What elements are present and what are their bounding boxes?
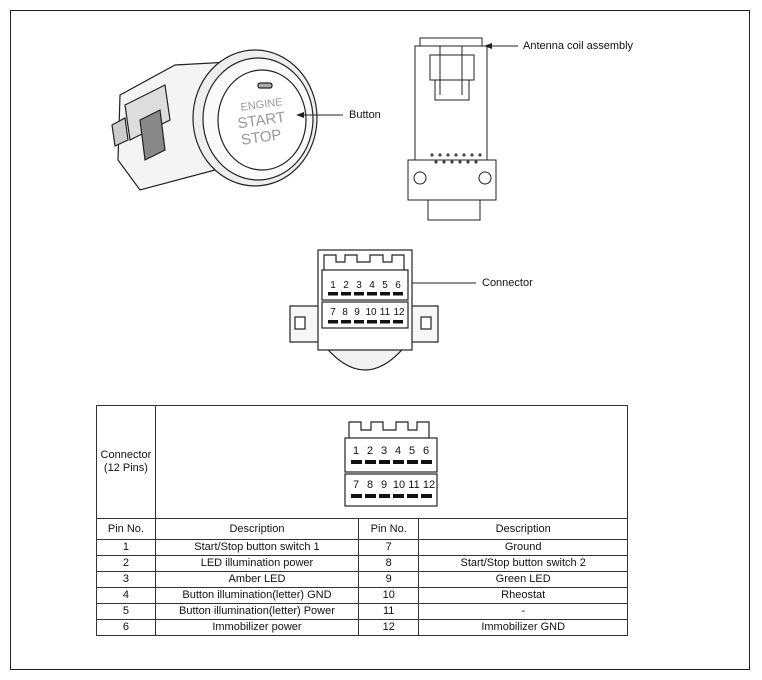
table-pin-label: 11 bbox=[409, 479, 420, 491]
pin-description: Immobilizer GND bbox=[418, 619, 628, 636]
connector-pin-label: 5 bbox=[382, 280, 388, 291]
table-row: 6 Immobilizer power 12 Immobilizer GND bbox=[96, 619, 628, 636]
table-connector-illustration: 1 2 3 4 5 6 7 8 9 10 11 12 bbox=[344, 421, 439, 507]
table-pin-label: 9 bbox=[381, 479, 387, 491]
antenna-callout-label: Antenna coil assembly bbox=[523, 40, 634, 52]
table-row: 5 Button illumination(letter) Power 11 - bbox=[96, 603, 628, 620]
pin-number: 2 bbox=[96, 555, 156, 572]
start-stop-button-illustration bbox=[111, 49, 318, 191]
pin-number: 11 bbox=[358, 603, 420, 620]
pin-number: 3 bbox=[96, 571, 156, 588]
table-pin-label: 1 bbox=[353, 445, 359, 457]
pin-number: 6 bbox=[96, 619, 156, 636]
connector-pin-label: 10 bbox=[365, 307, 377, 318]
pin-number: 12 bbox=[358, 619, 420, 636]
table-row: 4 Button illumination(letter) GND 10 Rhe… bbox=[96, 587, 628, 604]
pin-description: Button illumination(letter) GND bbox=[154, 587, 360, 604]
header-pin-no: Pin No. bbox=[358, 518, 420, 540]
button-face-line1: ENGINE bbox=[240, 96, 283, 114]
connector-row: Connector (12 Pins) 1 bbox=[96, 405, 629, 519]
connector-pin-label: 12 bbox=[393, 307, 405, 318]
connector-callout-label: Connector bbox=[482, 277, 533, 289]
pin-number: 1 bbox=[96, 539, 156, 556]
pin-number: 9 bbox=[358, 571, 420, 588]
pin-number: 4 bbox=[96, 587, 156, 604]
header-description: Description bbox=[418, 518, 628, 540]
table-pin-label: 6 bbox=[423, 445, 429, 457]
connector-illustration bbox=[289, 249, 439, 371]
table-pin-label: 5 bbox=[409, 445, 415, 457]
connector-pin-label: 11 bbox=[380, 307, 391, 318]
connector-top-dashes bbox=[328, 292, 403, 324]
pin-description: Green LED bbox=[418, 571, 628, 588]
pin-description: Start/Stop button switch 2 bbox=[418, 555, 628, 572]
table-pin-label: 10 bbox=[393, 479, 405, 491]
pin-description: Immobilizer power bbox=[154, 619, 360, 636]
table-row: 3 Amber LED 9 Green LED bbox=[96, 571, 628, 588]
connector-pin-label: 7 bbox=[330, 307, 336, 318]
connector-pin-label: 9 bbox=[354, 307, 360, 318]
table-pin-label: 8 bbox=[367, 479, 373, 491]
pin-description: Button illumination(letter) Power bbox=[154, 603, 360, 620]
table-row: 1 Start/Stop button switch 1 7 Ground bbox=[96, 539, 628, 556]
pin-number: 7 bbox=[358, 539, 420, 556]
pin-description: Start/Stop button switch 1 bbox=[154, 539, 360, 556]
pin-table: Connector (12 Pins) 1 bbox=[96, 405, 629, 636]
header-pin-no: Pin No. bbox=[96, 518, 156, 540]
pin-number: 8 bbox=[358, 555, 420, 572]
connector-pin-label: 1 bbox=[330, 280, 336, 291]
table-pin-label: 2 bbox=[367, 445, 373, 457]
connector-pin-label: 8 bbox=[342, 307, 348, 318]
connector-pin-label: 2 bbox=[343, 280, 349, 291]
pin-description: Ground bbox=[418, 539, 628, 556]
antenna-coil-illustration bbox=[407, 37, 497, 221]
button-leader-arrow bbox=[296, 112, 304, 118]
pin-number: 5 bbox=[96, 603, 156, 620]
diagram-frame bbox=[10, 10, 750, 670]
button-face-line2: START bbox=[237, 109, 287, 132]
pin-number: 10 bbox=[358, 587, 420, 604]
pin-description: LED illumination power bbox=[154, 555, 360, 572]
connector-pin-label: 6 bbox=[395, 280, 401, 291]
table-pin-label: 4 bbox=[395, 445, 401, 457]
header-description: Description bbox=[154, 518, 360, 540]
pin-description: Amber LED bbox=[154, 571, 360, 588]
table-pin-label: 12 bbox=[423, 479, 435, 491]
table-pin-label: 7 bbox=[353, 479, 359, 491]
pin-description: Rheostat bbox=[418, 587, 628, 604]
table-header-row: Pin No. Description Pin No. Description bbox=[96, 518, 628, 540]
pin-description: - bbox=[418, 603, 628, 620]
connector-pin-label: 3 bbox=[356, 280, 362, 291]
connector-label: Connector (12 Pins) bbox=[100, 449, 152, 474]
antenna-leader-arrow bbox=[484, 43, 492, 49]
connector-diagram-cell: 1 2 3 4 5 6 7 8 9 10 11 12 bbox=[154, 405, 629, 519]
table-pin-label: 3 bbox=[381, 445, 387, 457]
button-callout-label: Button bbox=[349, 109, 381, 121]
connector-pin-label: 4 bbox=[369, 280, 375, 291]
table-row: 2 LED illumination power 8 Start/Stop bu… bbox=[96, 555, 628, 572]
button-face-line3: STOP bbox=[240, 126, 283, 148]
connector-label-cell: Connector (12 Pins) bbox=[96, 405, 156, 519]
antenna-pin-dots bbox=[430, 153, 482, 164]
